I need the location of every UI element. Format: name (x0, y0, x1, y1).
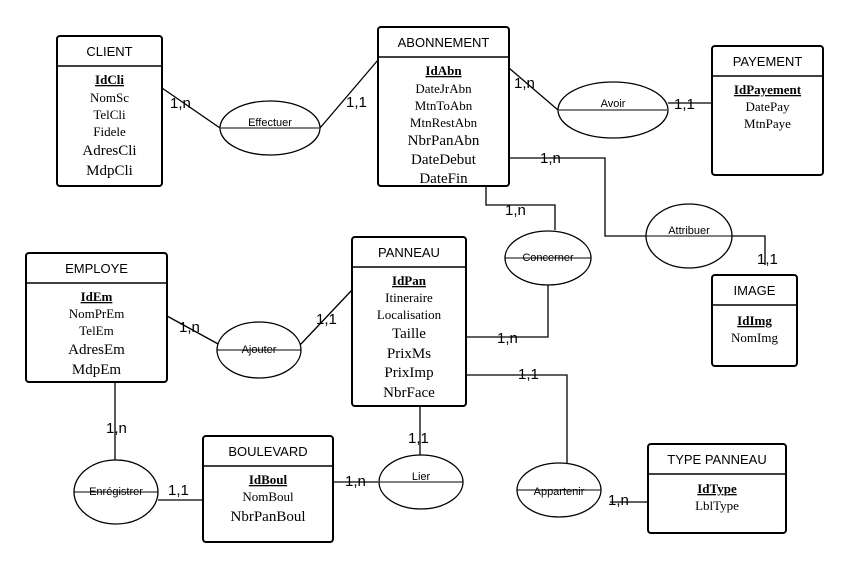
entity-type-panneau-title: TYPE PANNEAU (667, 452, 766, 467)
entity-abonnement-attr: MtnToAbn (415, 98, 473, 113)
links (114, 59, 766, 503)
relation-avoir-label: Avoir (601, 98, 626, 110)
relation-lier-label: Lier (412, 471, 431, 483)
cardinality-boulevard-lier: 1,n (345, 473, 366, 490)
entity-type-panneau[interactable]: TYPE PANNEAU IdType LblType (647, 443, 787, 534)
entity-panneau-title: PANNEAU (378, 245, 440, 260)
link-employe-ajouter (166, 315, 221, 346)
cardinality-abonnement-effectuer: 1,1 (346, 94, 367, 111)
entity-boulevard-attr: NomBoul (242, 489, 294, 504)
relation-attribuer-label: Attribuer (668, 225, 710, 237)
entity-client-key: IdCli (95, 72, 124, 87)
entity-employe-title: EMPLOYE (65, 261, 128, 276)
entity-client[interactable]: CLIENT IdCli NomSc TelCli Fidele AdresCl… (56, 35, 163, 187)
entity-abonnement[interactable]: ABONNEMENT IdAbn DateJrAbn MtnToAbn MtnR… (377, 26, 510, 187)
entity-image-title: IMAGE (734, 283, 776, 298)
entity-panneau-attr: Taille (392, 326, 426, 342)
entity-payement-key: IdPayement (734, 82, 802, 97)
relation-ajouter[interactable]: Ajouter (216, 321, 302, 379)
entity-client-attr: TelCli (93, 107, 126, 122)
entity-employe-attr: TelEm (79, 323, 113, 338)
entity-panneau-attr: PrixImp (384, 365, 433, 381)
entity-client-attr: NomSc (90, 90, 129, 105)
entity-abonnement-attr: DateJrAbn (415, 81, 472, 96)
entity-image[interactable]: IMAGE IdImg NomImg (711, 274, 798, 367)
link-effectuer-abonnement (319, 59, 379, 129)
entity-abonnement-key: IdAbn (425, 63, 462, 78)
entity-employe-key: IdEm (81, 289, 113, 304)
cardinality-type-appartenir: 1,n (608, 492, 629, 509)
relation-attribuer[interactable]: Attribuer (645, 203, 733, 269)
link-concerner-panneau (466, 285, 549, 338)
relation-enregistrer[interactable]: Enrégistrer (73, 459, 159, 525)
link-ajouter-panneau (299, 289, 353, 346)
entity-abonnement-attr: DateDebut (411, 152, 477, 168)
cardinality-panneau-concerner: 1,n (497, 330, 518, 347)
relation-concerner[interactable]: Concerner (504, 230, 592, 286)
relation-effectuer-label: Effectuer (248, 117, 292, 129)
cardinality-client-effectuer: 1,n (170, 95, 191, 112)
relation-concerner-label: Concerner (522, 252, 574, 264)
entity-abonnement-attr: MtnRestAbn (410, 115, 478, 130)
relation-enregistrer-label: Enrégistrer (89, 486, 143, 498)
relation-avoir[interactable]: Avoir (557, 81, 669, 139)
cardinality-panneau-appartenir: 1,1 (518, 366, 539, 383)
entity-abonnement-title: ABONNEMENT (398, 35, 490, 50)
entity-panneau-attr: Localisation (377, 307, 442, 322)
entity-panneau[interactable]: PANNEAU IdPan Itineraire Localisation Ta… (351, 236, 467, 407)
cardinality-panneau-ajouter: 1,1 (316, 311, 337, 328)
entity-client-title: CLIENT (86, 44, 132, 59)
cardinality-abonnement-avoir: 1,n (514, 75, 535, 92)
relation-appartenir[interactable]: Appartenir (516, 462, 602, 518)
cardinality-payement-avoir: 1,1 (674, 96, 695, 113)
entity-panneau-attr: NbrFace (383, 385, 435, 401)
link-abonnement-concerner (485, 187, 556, 230)
entity-type-panneau-key: IdType (697, 481, 737, 496)
relation-effectuer[interactable]: Effectuer (219, 100, 321, 156)
cardinality-abonnement-concerner: 1,n (505, 202, 526, 219)
entity-abonnement-attr: NbrPanAbn (408, 133, 480, 149)
entity-abonnement-attr: DateFin (419, 171, 468, 187)
entity-image-attr: NomImg (731, 330, 778, 345)
entity-payement-title: PAYEMENT (733, 54, 803, 69)
cardinality-employe-ajouter: 1,n (179, 319, 200, 336)
cardinality-boulevard-enregistrer: 1,1 (168, 482, 189, 499)
relation-ajouter-label: Ajouter (242, 344, 277, 356)
entity-employe-attr: MdpEm (72, 362, 122, 378)
entity-type-panneau-attr: LblType (695, 498, 739, 513)
link-abonnement-attribuer (509, 157, 766, 265)
link-client-effectuer (161, 87, 221, 129)
entity-client-attr: Fidele (93, 124, 126, 139)
entity-panneau-attr: Itineraire (385, 290, 433, 305)
entity-client-attr: AdresCli (82, 143, 136, 159)
entity-boulevard-title: BOULEVARD (228, 444, 307, 459)
entity-payement[interactable]: PAYEMENT IdPayement DatePay MtnPaye (711, 45, 824, 176)
relation-appartenir-label: Appartenir (534, 486, 585, 498)
entity-panneau-attr: PrixMs (387, 346, 431, 362)
entity-image-key: IdImg (737, 313, 772, 328)
entity-employe-attr: NomPrEm (69, 306, 125, 321)
entity-employe-attr: AdresEm (68, 342, 125, 358)
cardinality-panneau-lier: 1,1 (408, 430, 429, 447)
entity-boulevard-attr: NbrPanBoul (231, 509, 306, 525)
entity-client-attr: MdpCli (86, 163, 133, 179)
cardinalities: 1,n 1,1 1,n 1,1 1,n 1,1 1,n 1,n 1,n 1,1 … (106, 75, 778, 509)
link-panneau-appartenir (466, 374, 568, 463)
entity-panneau-key: IdPan (392, 273, 427, 288)
entity-boulevard-key: IdBoul (249, 472, 288, 487)
entity-payement-attr: DatePay (745, 99, 790, 114)
entity-boulevard[interactable]: BOULEVARD IdBoul NomBoul NbrPanBoul (202, 435, 334, 543)
cardinality-employe-enregistrer: 1,n (106, 420, 127, 437)
cardinality-image-attribuer: 1,1 (757, 251, 778, 268)
relation-lier[interactable]: Lier (378, 454, 464, 510)
entity-payement-attr: MtnPaye (744, 116, 791, 131)
link-abonnement-avoir (508, 67, 559, 111)
cardinality-abonnement-attribuer: 1,n (540, 150, 561, 167)
entity-employe[interactable]: EMPLOYE IdEm NomPrEm TelEm AdresEm MdpEm (25, 252, 168, 383)
